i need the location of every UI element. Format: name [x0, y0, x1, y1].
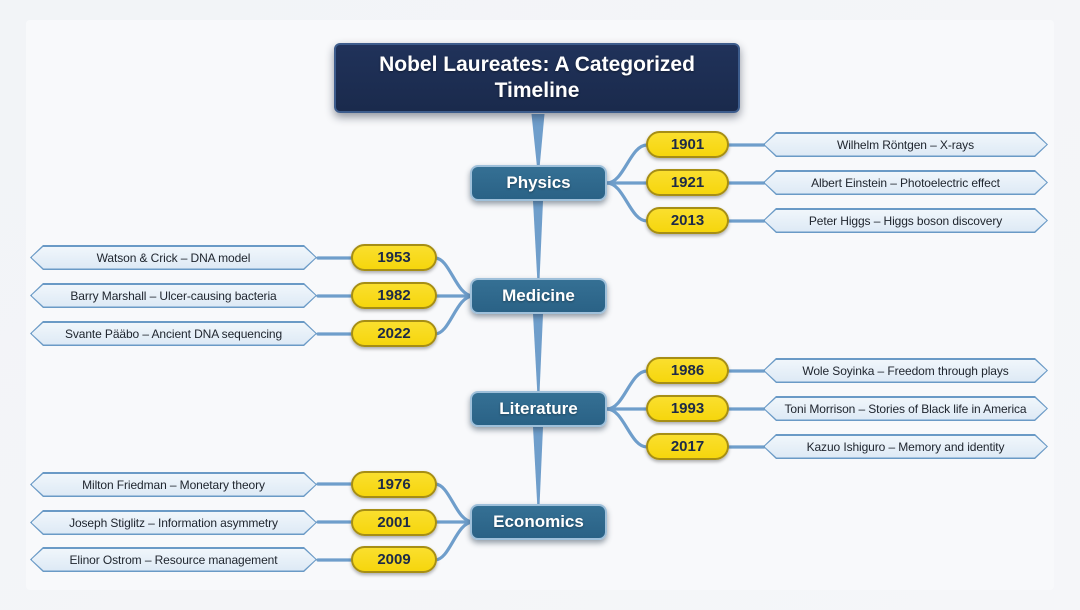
laureate-entry: Toni Morrison – Stories of Black life in… — [763, 396, 1048, 421]
year-badge: 1921 — [646, 169, 729, 196]
year-badge-label: 2001 — [377, 514, 411, 531]
timeline-spine — [531, 114, 545, 504]
laureate-entry-bg: Wilhelm Röntgen – X-rays — [765, 134, 1047, 156]
year-badge: 1982 — [351, 282, 437, 309]
laureate-entry-bg: Kazuo Ishiguro – Memory and identity — [765, 436, 1047, 458]
category-node-physics: Physics — [470, 165, 607, 201]
year-badge: 2009 — [351, 546, 437, 573]
laureate-entry: Albert Einstein – Photoelectric effect — [763, 170, 1048, 195]
laureate-entry: Peter Higgs – Higgs boson discovery — [763, 208, 1048, 233]
laureate-entry-label: Joseph Stiglitz – Information asymmetry — [69, 515, 278, 530]
laureate-entry-label: Svante Pääbo – Ancient DNA sequencing — [64, 326, 283, 341]
laureate-entry-bg: Svante Pääbo – Ancient DNA sequencing — [32, 323, 316, 345]
diagram-title-text: Nobel Laureates: A Categorized Timeline — [379, 53, 695, 102]
year-badge-label: 1982 — [377, 287, 411, 304]
category-label: Economics — [493, 512, 584, 531]
year-badge: 1986 — [646, 357, 729, 384]
laureate-entry-label: Wole Soyinka – Freedom through plays — [802, 363, 1009, 378]
laureate-entry-label: Toni Morrison – Stories of Black life in… — [784, 401, 1027, 416]
year-badge-label: 2009 — [377, 551, 411, 568]
year-badge-label: 2013 — [670, 212, 705, 229]
category-node-economics: Economics — [470, 504, 607, 540]
laureate-entry-bg: Joseph Stiglitz – Information asymmetry — [32, 512, 316, 534]
laureate-entry: Wole Soyinka – Freedom through plays — [763, 358, 1048, 383]
laureate-entry-bg: Barry Marshall – Ulcer-causing bacteria — [32, 285, 316, 307]
year-badge-label: 2017 — [670, 438, 705, 455]
category-label: Literature — [499, 399, 578, 418]
laureate-entry-label: Wilhelm Röntgen – X-rays — [837, 137, 974, 152]
category-label: Physics — [506, 173, 571, 192]
laureate-entry-bg: Watson & Crick – DNA model — [32, 247, 316, 269]
laureate-entry-bg: Milton Friedman – Monetary theory — [32, 474, 316, 496]
laureate-entry-bg: Toni Morrison – Stories of Black life in… — [765, 398, 1047, 420]
year-badge: 2022 — [351, 320, 437, 347]
laureate-entry-label: Milton Friedman – Monetary theory — [82, 477, 265, 492]
laureate-entry-label: Watson & Crick – DNA model — [96, 250, 251, 265]
category-node-medicine: Medicine — [470, 278, 607, 314]
category-node-literature: Literature — [470, 391, 607, 427]
laureate-entry-bg: Elinor Ostrom – Resource management — [32, 549, 316, 571]
diagram-title: Nobel Laureates: A Categorized Timeline — [334, 43, 740, 113]
laureate-entry: Elinor Ostrom – Resource management — [30, 547, 317, 572]
year-badge-label: 2022 — [377, 325, 411, 342]
year-badge-label: 1953 — [377, 249, 411, 266]
category-label: Medicine — [502, 286, 575, 305]
branch-lines — [316, 143, 766, 562]
year-badge: 1993 — [646, 395, 729, 422]
year-badge-label: 1921 — [670, 174, 705, 191]
year-badge-label: 1901 — [670, 136, 705, 153]
laureate-entry: Joseph Stiglitz – Information asymmetry — [30, 510, 317, 535]
laureate-entry-label: Albert Einstein – Photoelectric effect — [811, 175, 1000, 190]
laureate-entry: Watson & Crick – DNA model — [30, 245, 317, 270]
year-badge: 1901 — [646, 131, 729, 158]
year-badge: 2017 — [646, 433, 729, 460]
laureate-entry-label: Barry Marshall – Ulcer-causing bacteria — [70, 288, 277, 303]
laureate-entry-bg: Wole Soyinka – Freedom through plays — [765, 360, 1047, 382]
laureate-entry: Svante Pääbo – Ancient DNA sequencing — [30, 321, 317, 346]
laureate-entry-label: Kazuo Ishiguro – Memory and identity — [806, 439, 1005, 454]
laureate-entry: Wilhelm Röntgen – X-rays — [763, 132, 1048, 157]
year-badge-label: 1986 — [670, 362, 705, 379]
laureate-entry: Kazuo Ishiguro – Memory and identity — [763, 434, 1048, 459]
year-badge-label: 1976 — [377, 476, 411, 493]
laureate-entry-bg: Peter Higgs – Higgs boson discovery — [765, 210, 1047, 232]
year-badge: 2001 — [351, 509, 437, 536]
year-badge: 1953 — [351, 244, 437, 271]
laureate-entry-bg: Albert Einstein – Photoelectric effect — [765, 172, 1047, 194]
year-badge: 1976 — [351, 471, 437, 498]
laureate-entry-label: Elinor Ostrom – Resource management — [69, 552, 278, 567]
laureate-entry: Milton Friedman – Monetary theory — [30, 472, 317, 497]
year-badge-label: 1993 — [670, 400, 705, 417]
laureate-entry: Barry Marshall – Ulcer-causing bacteria — [30, 283, 317, 308]
laureate-entry-label: Peter Higgs – Higgs boson discovery — [808, 213, 1003, 228]
year-badge: 2013 — [646, 207, 729, 234]
